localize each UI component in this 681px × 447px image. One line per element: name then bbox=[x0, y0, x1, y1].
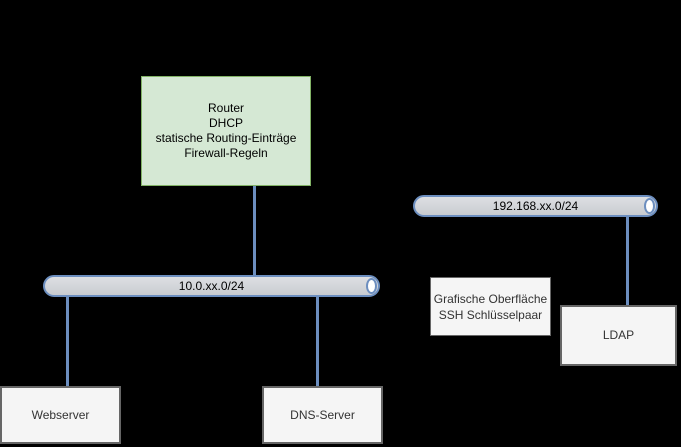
edge-lan-bus-to-dns-server bbox=[316, 297, 319, 386]
ldap-label: LDAP bbox=[602, 328, 635, 342]
router-label-line: DHCP bbox=[208, 116, 243, 130]
gui-ssh-note-line: SSH Schlüsselpaar bbox=[438, 307, 543, 322]
edge-lan-bus-to-webserver bbox=[66, 297, 69, 386]
bus-endcap-icon bbox=[644, 198, 655, 214]
gui-ssh-note: Grafische Oberfläche SSH Schlüsselpaar bbox=[430, 277, 551, 336]
bus-endcap-icon bbox=[366, 278, 377, 294]
gui-ssh-note-line: Grafische Oberfläche bbox=[433, 291, 548, 306]
network-bus-dmz: 192.168.xx.0/24 bbox=[413, 195, 658, 217]
edge-dmz-bus-to-ldap bbox=[626, 217, 629, 305]
dns-server-label: DNS-Server bbox=[290, 407, 355, 422]
router-node: Router DHCP statische Routing-Einträge F… bbox=[141, 76, 311, 186]
router-label-line: Router bbox=[207, 101, 245, 115]
webserver-node: Webserver bbox=[0, 386, 121, 444]
router-label-line: Firewall-Regeln bbox=[184, 146, 268, 160]
router-label-line: statische Routing-Einträge bbox=[155, 131, 297, 145]
webserver-label: Webserver bbox=[31, 407, 90, 422]
dns-server-node: DNS-Server bbox=[262, 386, 383, 444]
edge-router-to-lan-bus bbox=[253, 186, 256, 275]
network-bus-lan-label: 10.0.xx.0/24 bbox=[178, 279, 245, 293]
network-bus-dmz-label: 192.168.xx.0/24 bbox=[492, 199, 579, 213]
ldap-node: LDAP bbox=[560, 305, 677, 366]
network-bus-lan: 10.0.xx.0/24 bbox=[43, 275, 380, 297]
